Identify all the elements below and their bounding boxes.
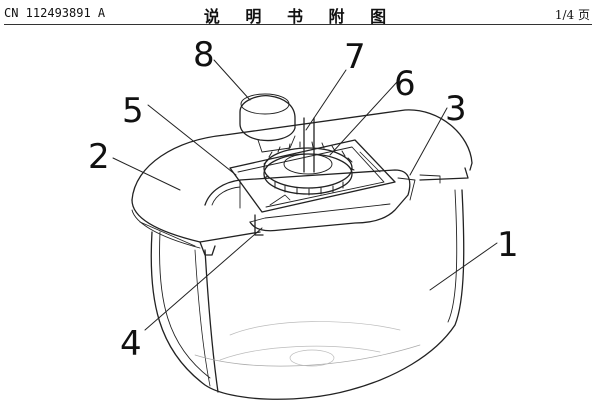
leader-4 [144, 227, 263, 331]
label-8: 8 [193, 35, 215, 75]
leader-1 [429, 242, 498, 291]
label-3: 3 [445, 89, 467, 129]
pot-body [150, 189, 465, 400]
label-7: 7 [344, 37, 366, 77]
label-4: 4 [120, 324, 142, 364]
leader-6 [329, 81, 398, 156]
leader-5 [147, 104, 237, 176]
page-number: 1/4 页 [554, 8, 590, 22]
leader-8 [213, 59, 251, 101]
rail-plate [229, 139, 396, 213]
leader-2 [112, 157, 181, 191]
label-2: 2 [88, 137, 110, 177]
patent-number: CN 112493891 A [4, 6, 106, 20]
page-title: 说 明 书 附 图 [203, 7, 397, 26]
shaft [303, 117, 315, 173]
motor [239, 93, 296, 153]
lid-plate [131, 109, 473, 256]
page-header: CN 112493891 A 说 明 书 附 图 1/4 页 [0, 0, 600, 26]
label-1: 1 [497, 225, 519, 265]
leader-lines [112, 59, 498, 331]
leader-3 [409, 107, 448, 176]
leader-7 [305, 69, 347, 131]
label-5: 5 [122, 91, 144, 131]
handle-frame [204, 169, 416, 236]
label-6: 6 [394, 64, 416, 104]
header-rule [4, 24, 592, 25]
